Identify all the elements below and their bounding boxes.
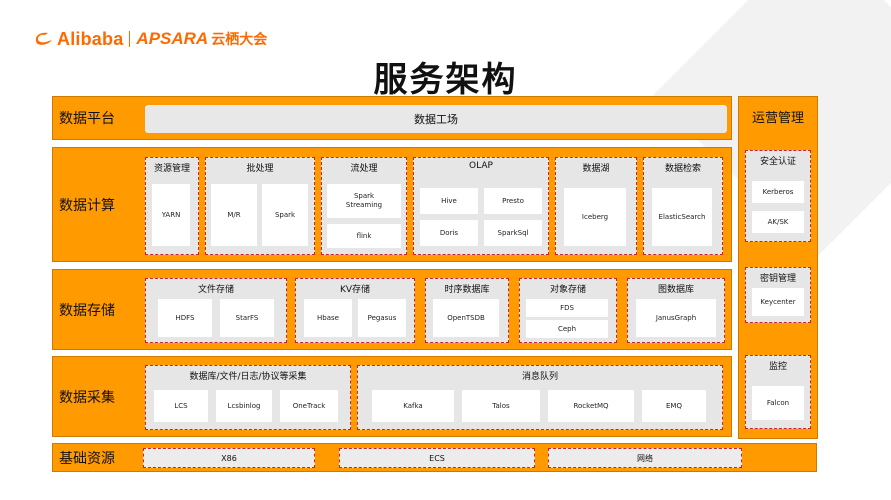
row-label: 数据平台 (59, 111, 115, 127)
group-security-auth: 安全认证 Kerberos AK/SK (745, 150, 811, 242)
item-hbase: Hbase (304, 299, 352, 337)
row-infrastructure: 基础资源 X86 ECS 网络 (52, 443, 817, 472)
item-kafka: Kafka (372, 390, 454, 422)
group-monitoring: 监控 Falcon (745, 355, 811, 429)
group-title: 安全认证 (759, 157, 796, 167)
group-message-queue: 消息队列 Kafka Talos RocketMQ EMQ (357, 365, 723, 430)
item-aksk: AK/SK (752, 211, 804, 233)
row-data-storage: 数据存储 文件存储 HDFS StarFS KV存储 Hbase Pegasus… (52, 269, 732, 350)
item-spark-streaming: Spark Streaming (327, 184, 401, 218)
item-iceberg: Iceberg (564, 188, 626, 246)
group-title: 文件存储 (197, 285, 234, 295)
item-elasticsearch: ElasticSearch (652, 188, 712, 246)
item-hdfs: HDFS (158, 299, 212, 337)
group-title: KV存储 (339, 285, 371, 295)
item-janusgraph: JanusGraph (636, 299, 716, 337)
brand-yunqi: 云栖大会 (211, 32, 268, 48)
item-flink: flink (327, 224, 401, 248)
group-title: 对象存储 (549, 285, 586, 295)
group-title: 批处理 (246, 164, 274, 174)
row-data-compute: 数据计算 资源管理 YARN 批处理 M/R Spark 流处理 Spark S… (52, 147, 732, 262)
group-file-storage: 文件存储 HDFS StarFS (145, 278, 287, 343)
page-title: 服务架构 (373, 60, 518, 100)
group-title: 数据库/文件/日志/协议等采集 (189, 372, 307, 382)
item-doris: Doris (420, 220, 478, 246)
ops-management-panel: 运营管理 安全认证 Kerberos AK/SK 密钥管理 Keycenter … (738, 96, 818, 439)
group-data-search: 数据检索 ElasticSearch (643, 157, 723, 255)
item-hive: Hive (420, 188, 478, 214)
group-title: 监控 (768, 362, 787, 372)
item-emq: EMQ (642, 390, 706, 422)
item-lcs: LCS (154, 390, 208, 422)
item-keycenter: Keycenter (752, 288, 804, 316)
row-data-platform: 数据平台 数据工场 (52, 96, 732, 140)
item-starfs: StarFS (220, 299, 274, 337)
data-workshop-bar: 数据工场 (145, 105, 727, 133)
item-sparksql: SparkSql (484, 220, 542, 246)
group-db-collection: 数据库/文件/日志/协议等采集 LCS Lcsbinlog OneTrack (145, 365, 351, 430)
group-data-lake: 数据湖 Iceberg (555, 157, 637, 255)
item-yarn: YARN (152, 184, 190, 246)
ops-title: 运营管理 (751, 111, 804, 126)
item-opentsdb: OpenTSDB (433, 299, 499, 337)
group-title: 密钥管理 (759, 274, 796, 284)
brand-alibaba: Alibaba (57, 28, 124, 49)
item-ecs: ECS (339, 448, 535, 468)
alibaba-mark-icon (36, 32, 52, 45)
item-fds: FDS (526, 299, 608, 317)
group-title: 数据检索 (664, 164, 701, 174)
row-label: 数据存储 (59, 302, 115, 319)
item-onetrack: OneTrack (280, 390, 338, 422)
group-title: 流处理 (350, 164, 378, 174)
item-pegasus: Pegasus (358, 299, 406, 337)
alibaba-logo: Alibaba APSARA 云栖大会 (34, 27, 267, 51)
row-label: 数据计算 (59, 197, 115, 214)
logo-divider (129, 31, 131, 47)
item-talos: Talos (462, 390, 540, 422)
row-label: 基础资源 (59, 450, 115, 467)
group-resource-management: 资源管理 YARN (145, 157, 199, 255)
row-data-collect: 数据采集 数据库/文件/日志/协议等采集 LCS Lcsbinlog OneTr… (52, 356, 732, 437)
group-graph-db: 图数据库 JanusGraph (627, 278, 725, 343)
group-key-management: 密钥管理 Keycenter (745, 267, 811, 323)
item-spark: Spark (262, 184, 308, 246)
item-kerberos: Kerberos (752, 181, 804, 203)
group-title: 图数据库 (657, 285, 694, 295)
group-title: OLAP (469, 161, 493, 171)
group-title: 数据湖 (582, 164, 610, 174)
item-lcsbinlog: Lcsbinlog (216, 390, 272, 422)
group-object-storage: 对象存储 FDS Ceph (519, 278, 617, 343)
item-rocketmq: RocketMQ (548, 390, 634, 422)
item-ceph: Ceph (526, 320, 608, 338)
group-title: 消息队列 (521, 372, 558, 382)
group-title: 时序数据库 (444, 285, 490, 295)
group-olap: OLAP Hive Presto Doris SparkSql (413, 157, 549, 255)
group-kv-storage: KV存储 Hbase Pegasus (295, 278, 415, 343)
brand-apsara: APSARA (136, 29, 209, 48)
group-title: 资源管理 (153, 164, 190, 174)
item-x86: X86 (143, 448, 315, 468)
group-tsdb: 时序数据库 OpenTSDB (425, 278, 509, 343)
group-batch: 批处理 M/R Spark (205, 157, 315, 255)
row-label: 数据采集 (59, 389, 115, 406)
item-mr: M/R (211, 184, 257, 246)
group-stream: 流处理 Spark Streaming flink (321, 157, 407, 255)
item-falcon: Falcon (752, 386, 804, 420)
item-network: 网络 (548, 448, 742, 468)
item-presto: Presto (484, 188, 542, 214)
